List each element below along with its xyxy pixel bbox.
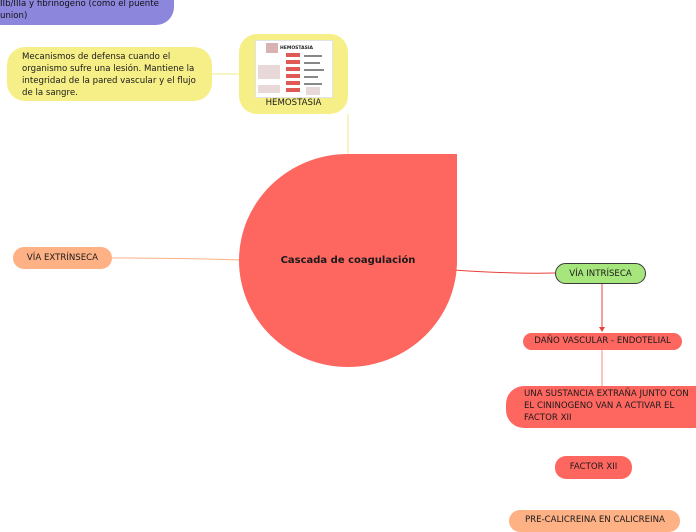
link-center-intrinseca [454, 270, 555, 273]
link-center-extrinseca [112, 258, 240, 260]
definition-text: Mecanismos de defensa cuando el organism… [22, 52, 196, 98]
step-pre-calicreina[interactable]: PRE-CALICREINA EN CALICREINA [509, 510, 680, 532]
step-sustancia-extrana[interactable]: UNA SUSTANCIA EXTRAÑA JUNTO CON EL CININ… [506, 386, 696, 428]
via-extrinseca-label: VÍA EXTRÍNSECA [27, 253, 98, 263]
central-topic[interactable]: Cascada de coagulación [239, 154, 457, 367]
via-intrinseca-label: VÍA INTRÍSECA [569, 269, 632, 279]
step-factor-xii[interactable]: FACTOR XII [555, 456, 632, 479]
step-label: FACTOR XII [570, 462, 618, 472]
hemostasia-thumbnail-image: HEMOSTASIA [256, 41, 332, 97]
definition-node[interactable]: Mecanismos de defensa cuando el organism… [7, 47, 212, 101]
hemostasia-node[interactable]: HEMOSTASIA HEMOSTASIA [239, 34, 348, 114]
top-node-text: IIb/IIIa y fibrinogeno (como el puente u… [0, 0, 159, 21]
central-topic-title: Cascada de coagulación [239, 255, 457, 267]
step-label: PRE-CALICREINA EN CALICREINA [525, 515, 665, 525]
top-purple-node[interactable]: IIb/IIIa y fibrinogeno (como el puente u… [0, 0, 174, 25]
thumbnail-title: HEMOSTASIA [280, 45, 314, 51]
via-intrinseca-node[interactable]: VÍA INTRÍSECA [555, 263, 646, 284]
step-label: DAÑO VASCULAR - ENDOTELIAL [534, 336, 671, 346]
hemostasia-label: HEMOSTASIA [239, 97, 348, 109]
hemostasia-thumbnail: HEMOSTASIA [255, 40, 333, 98]
via-extrinseca-node[interactable]: VÍA EXTRÍNSECA [13, 247, 112, 269]
step-label: UNA SUSTANCIA EXTRAÑA JUNTO CON EL CININ… [524, 389, 689, 423]
step-dano-vascular[interactable]: DAÑO VASCULAR - ENDOTELIAL [523, 333, 682, 350]
